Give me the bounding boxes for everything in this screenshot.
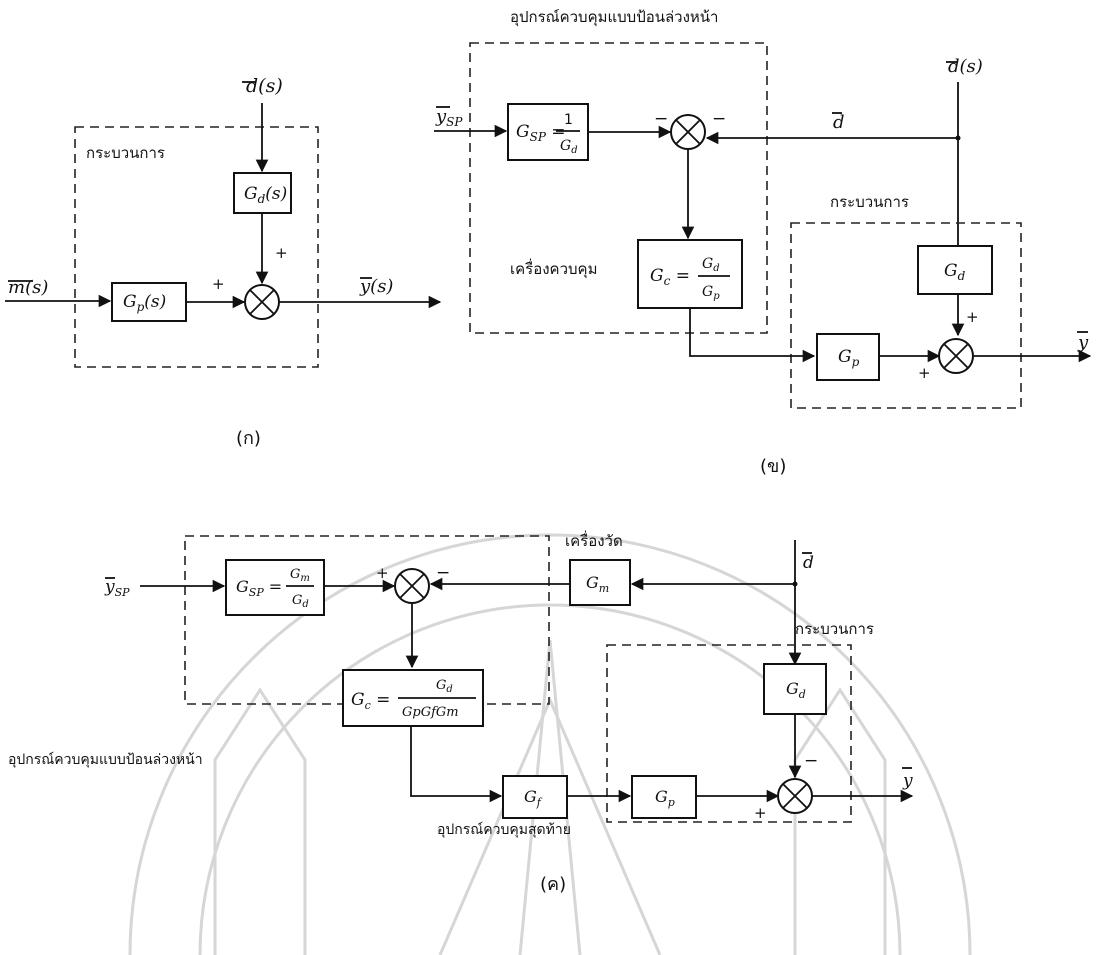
caption-b: (ข): [760, 456, 786, 477]
ff-label-c: อุปกรณ์ควบคุมแบบป้อนล่วงหน้า: [8, 751, 203, 768]
gsp-num-b: 1: [564, 112, 573, 128]
summing-junction-b2: [939, 339, 973, 373]
sign-minus-c: −: [436, 563, 450, 583]
disturbance-label-c: d: [803, 553, 814, 573]
sensor-label-c: เครื่องวัด: [565, 530, 623, 550]
controller-title-b: อุปกรณ์ควบคุมแบบป้อนล่วงหน้า: [510, 8, 718, 27]
sign-left-a: +: [212, 275, 225, 293]
gp-block-a-label: Gp(s): [123, 292, 166, 314]
sign-plus-left-b: +: [918, 364, 931, 382]
output-label-c: y: [902, 771, 913, 791]
d-line-label-b: d: [833, 112, 845, 133]
caption-c: (ค): [540, 874, 566, 895]
summing-junction-c1: [395, 569, 429, 603]
sign-minus-top-c: −: [804, 751, 818, 771]
sign-plus-c: +: [376, 564, 389, 582]
gc-den-c: GpGfGm: [402, 705, 459, 720]
gc-to-gp-arrow-b: [690, 308, 814, 356]
gc-block-b-label: Gc =: [650, 266, 690, 288]
process-label-c: กระบวนการ: [795, 620, 874, 638]
gd-block-a-label: Gd(s): [244, 184, 287, 206]
sign-minus1-b: −: [654, 109, 668, 129]
gc-to-gf-arrow-c: [411, 726, 501, 796]
summing-junction-b1: [671, 115, 705, 149]
caption-a: (ก): [236, 428, 261, 449]
final-element-label-c: อุปกรณ์ควบคุมสุดท้าย: [437, 821, 571, 838]
diagram-b: อุปกรณ์ควบคุมแบบป้อนล่วงหน้า ySP GSP = 1…: [434, 8, 1090, 477]
output-label-a: y(s): [359, 276, 393, 297]
sign-plus-bottom-c: +: [754, 804, 767, 822]
process-label-b: กระบวนการ: [830, 193, 909, 211]
summing-junction-a: [245, 285, 279, 319]
diagram-a: กระบวนการ d(s) Gd(s) + m(s) Gp(s) + y(s)…: [5, 75, 440, 449]
setpoint-label-b: ySP: [435, 106, 463, 129]
gc-block-c-label: Gc =: [351, 690, 390, 712]
disturbance-label-a: d(s): [246, 75, 283, 97]
output-label-b: y: [1077, 332, 1089, 353]
disturbance-label-b: d(s): [948, 56, 983, 77]
setpoint-label-c: ySP: [104, 577, 130, 599]
summing-junction-c2: [778, 779, 812, 813]
sign-plus-top-b: +: [966, 308, 979, 326]
sign-minus2-b: −: [712, 109, 726, 129]
diagram-c: ySP GSP = Gm Gd + − เครื่องวัด Gm d กระบ…: [8, 530, 913, 895]
process-label-a: กระบวนการ: [86, 144, 165, 162]
sign-top-a: +: [275, 244, 288, 262]
controller-label-b: เครื่องควบคุม: [510, 258, 597, 279]
